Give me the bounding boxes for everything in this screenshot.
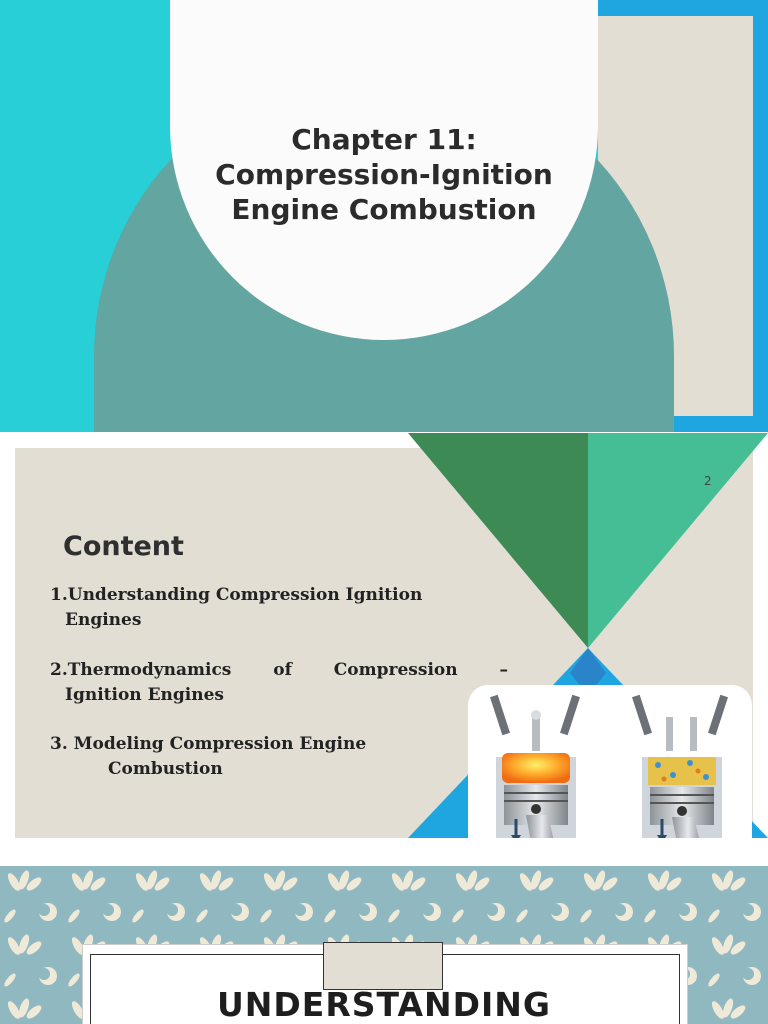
white-title-disc	[170, 0, 598, 340]
mint-triangle	[588, 433, 768, 648]
spark-ignition-cylinder	[490, 694, 580, 838]
slide-title: Chapter 11: Compression-Ignition Engine …	[170, 122, 598, 227]
toc-word-2: of	[273, 660, 292, 680]
title-line-3: Engine Combustion	[231, 193, 537, 226]
dark-blue-diamond	[570, 648, 606, 695]
toc-item-1: 1.Understanding Compression Ignition Eng…	[50, 583, 510, 633]
toc-text-3-line2: Combustion	[108, 759, 223, 779]
toc-number-1: 1.	[50, 585, 68, 605]
toc-number-2: 2.	[50, 660, 68, 680]
toc-word-3: Compression	[333, 660, 458, 680]
title-line-1: Chapter 11:	[291, 123, 477, 156]
green-triangle	[408, 433, 588, 648]
toc-item-2: 2.Thermodynamics of Compression – Igniti…	[50, 658, 510, 708]
toc-word-1: Thermodynamics	[67, 660, 232, 680]
section-title: UNDERSTANDING	[216, 985, 551, 1024]
toc-text-1: Understanding Compression Ignition	[67, 585, 423, 605]
engine-illustration	[468, 685, 752, 838]
section-slide: UNDERSTANDING	[0, 866, 768, 1024]
toc-text-2-line2: Ignition Engines	[65, 685, 224, 705]
compression-ignition-cylinder	[632, 694, 728, 838]
frame-tab	[323, 942, 443, 990]
content-heading: Content	[63, 531, 184, 562]
page-number: 2	[704, 474, 712, 488]
toc-item-3: 3. Modeling Compression Engine Combustio…	[50, 732, 510, 782]
title-slide: Chapter 11: Compression-Ignition Engine …	[0, 0, 768, 432]
title-line-2: Compression-Ignition	[215, 158, 553, 191]
content-slide: 2 Content 1.Understanding Compression Ig…	[0, 433, 768, 838]
toc-word-4: –	[499, 660, 508, 680]
toc-text-3: Modeling Compression Engine	[73, 734, 367, 754]
toc-text-1-line2: Engines	[65, 610, 142, 630]
toc-number-3: 3.	[50, 734, 68, 754]
engine-cylinders-graphic	[490, 694, 728, 838]
